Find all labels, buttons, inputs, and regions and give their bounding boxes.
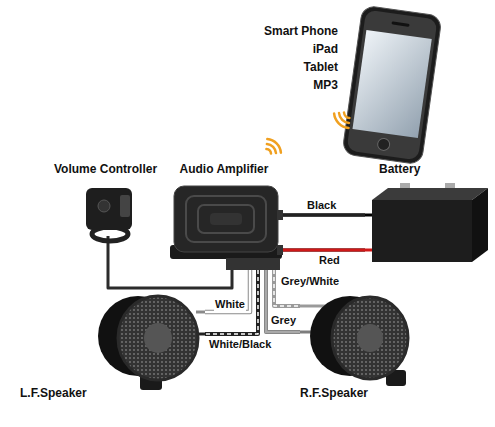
battery-illustration [365,214,373,217]
battery: Battery [365,158,490,268]
wire-color-label: Grey [270,314,297,327]
volume-controller-illustration [98,200,110,212]
wire [205,270,250,312]
device-label: iPad [313,40,338,58]
audio-amplifier: Audio Amplifier [165,158,283,270]
volume-controller-illustration [86,188,132,230]
right-speaker-illustration [300,296,408,386]
amplifier-illustration [210,213,242,225]
wireless-signal [334,113,349,128]
phone-illustration [377,138,391,152]
right-speaker: R.F.Speaker [300,292,420,404]
amplifier-illustration [170,186,283,270]
device-label: Volume Controller [54,160,157,178]
wire-core [283,249,365,251]
wire [205,270,258,334]
device-label: Audio Amplifier [180,160,269,178]
volume-controller-illustration [86,188,132,250]
wire [108,250,232,288]
wireless-signal [344,113,350,119]
battery-illustration [372,200,472,262]
wireless-signal [266,139,281,154]
wire [205,270,250,312]
wire-color-label: Red [318,254,341,267]
wire-core [205,270,258,334]
device-list-label: Smart PhoneiPadTabletMP3 [262,20,440,100]
device-label: Tablet [304,58,338,76]
device-label: R.F.Speaker [300,384,368,402]
wireless-signal [267,144,276,153]
left-speaker-illustration [196,311,205,314]
phone-illustration [342,5,442,165]
wire [283,213,365,217]
volume-controller-illustration [120,195,130,217]
wireless-signal [339,113,349,123]
device-label: Battery [379,160,420,178]
phone-illustration [391,21,409,26]
device-label: MP3 [313,76,338,94]
right-speaker-illustration [357,324,383,352]
amplifier-illustration [277,210,283,220]
amplifier-illustration [277,245,283,255]
left-speaker-illustration [98,296,205,390]
battery-illustration [365,183,488,262]
wireless-signal [266,149,271,154]
wire [283,248,365,252]
device-label: Smart Phone [264,22,338,40]
amplifier-illustration [174,186,278,252]
wire-color-label: Grey/White [280,275,340,288]
left-speaker: L.F.Speaker [15,292,205,404]
device-label: L.F.Speaker [20,384,87,402]
volume-controller: Volume Controller [48,158,168,250]
amplifier-illustration [198,205,254,233]
wireless-signal [334,113,349,128]
phone-illustration [353,30,432,138]
wireless-signal [267,139,281,153]
wire [108,250,232,288]
battery-illustration [372,188,488,200]
wire [283,215,365,216]
wire-color-label: White [214,298,246,311]
right-speaker-illustration [300,305,326,308]
wire-color-label: White/Black [208,338,272,351]
battery-illustration [472,188,488,262]
left-speaker-illustration [144,323,172,353]
wire-core [283,214,365,216]
wire-core [205,270,250,312]
wire [283,250,365,251]
phone-illustration [342,5,442,165]
wire [205,270,258,334]
amplifier-illustration [226,258,280,270]
left-speaker-illustration [118,296,198,380]
amplifier-illustration [186,196,266,242]
battery-illustration [365,249,373,252]
phone-illustration [346,10,437,161]
right-speaker-illustration [332,297,408,379]
wire-color-label: Black [306,199,337,212]
